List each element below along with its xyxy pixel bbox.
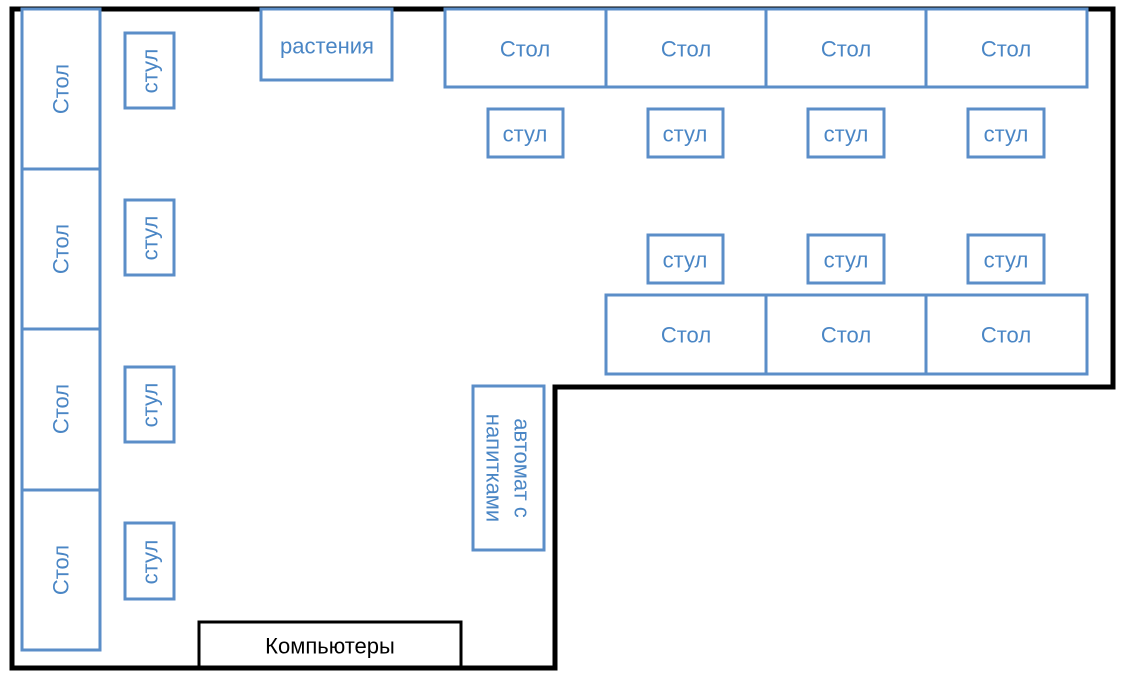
svg-text:стул: стул (663, 122, 708, 147)
room-walls (9, 6, 1116, 671)
chair-left-4: стул (123, 521, 176, 601)
chair-bottom-2: стул (806, 233, 886, 285)
svg-text:растения: растения (280, 34, 374, 59)
chair-left-2: стул (123, 198, 176, 277)
svg-text:Стол: Стол (49, 384, 74, 434)
table-top-3: Стол (764, 7, 928, 89)
chair-top-4: стул (966, 107, 1046, 159)
table-left-2: Стол (20, 167, 102, 331)
svg-text:стул: стул (138, 383, 163, 428)
svg-text:стул: стул (663, 248, 708, 273)
table-left-4: Стол (20, 488, 102, 652)
svg-text:Стол: Стол (661, 323, 711, 348)
svg-text:Стол: Стол (981, 37, 1031, 62)
table-left-3: Стол (20, 327, 102, 492)
svg-text:Стол: Стол (49, 545, 74, 595)
vending-machine: автомат с напитками (471, 384, 546, 552)
svg-text:Стол: Стол (500, 37, 550, 62)
svg-text:Стол: Стол (661, 37, 711, 62)
chair-bottom-1: стул (646, 233, 725, 285)
chair-bottom-3: стул (966, 233, 1046, 285)
svg-text:напитками: напитками (482, 414, 507, 522)
svg-text:Стол: Стол (49, 224, 74, 274)
computers: Компьютеры (197, 620, 463, 669)
table-bottom-2: Стол (764, 293, 928, 376)
svg-text:стул: стул (503, 122, 548, 147)
svg-text:стул: стул (138, 540, 163, 585)
svg-text:стул: стул (984, 122, 1029, 147)
svg-text:стул: стул (984, 248, 1029, 273)
svg-text:автомат с: автомат с (510, 418, 535, 518)
svg-text:стул: стул (138, 49, 163, 94)
svg-text:Компьютеры: Компьютеры (265, 634, 395, 659)
chair-left-3: стул (123, 365, 176, 444)
svg-text:Стол: Стол (821, 37, 871, 62)
chair-top-1: стул (486, 107, 565, 159)
chair-top-3: стул (806, 107, 886, 159)
table-top-1: Стол (443, 7, 608, 89)
chair-top-2: стул (646, 107, 725, 159)
svg-text:Стол: Стол (49, 64, 74, 114)
svg-text:стул: стул (824, 248, 869, 273)
table-top-4: Стол (924, 7, 1089, 89)
svg-text:стул: стул (824, 122, 869, 147)
table-bottom-1: Стол (604, 293, 768, 376)
svg-text:Стол: Стол (821, 323, 871, 348)
svg-text:Стол: Стол (981, 323, 1031, 348)
plants: растения (259, 7, 394, 82)
table-left-1: Стол (20, 7, 102, 171)
table-top-2: Стол (604, 7, 768, 89)
table-bottom-3: Стол (924, 293, 1089, 376)
svg-text:стул: стул (138, 216, 163, 261)
chair-left-1: стул (123, 31, 176, 110)
